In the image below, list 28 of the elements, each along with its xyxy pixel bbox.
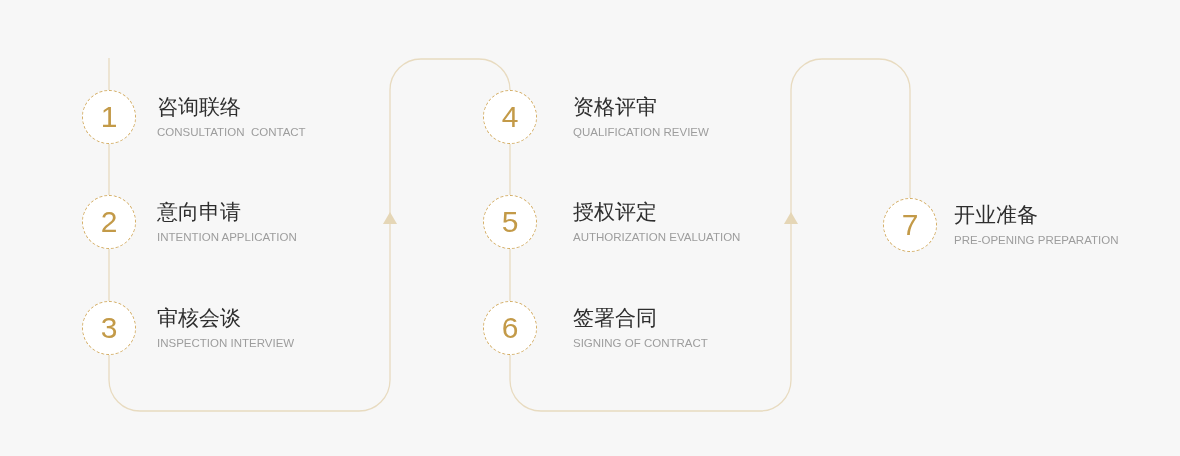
step-subtitle: INTENTION APPLICATION [157,230,297,244]
step-subtitle: CONSULTATION CONTACT [157,125,306,139]
connector-line [509,143,511,196]
step-title: 意向申请 [157,199,241,225]
arrow [108,58,511,412]
step-circle: 4 [483,90,537,144]
connector-line [509,248,511,302]
step-circle: 3 [82,301,136,355]
step-title: 签署合同 [573,305,657,331]
step-title: 审核会谈 [157,305,241,331]
step-title: 开业准备 [954,202,1038,228]
step-subtitle: SIGNING OF CONTRACT [573,336,708,350]
step-subtitle: INSPECTION INTERVIEW [157,336,295,350]
step-circle: 6 [483,301,537,355]
step-subtitle: PRE-OPENING PREPARATION [954,233,1119,247]
step-circle: 7 [883,198,937,252]
step-subtitle: QUALIFICATION REVIEW [573,125,709,139]
step-subtitle: AUTHORIZATION EVALUATION [573,230,741,244]
connector-line [108,248,110,302]
step-circle: 2 [82,195,136,249]
arrow [509,58,911,412]
step-title: 资格评审 [573,94,657,120]
step-title: 咨询联络 [157,94,241,120]
connector-line [108,143,110,196]
step-circle: 5 [483,195,537,249]
connector-line [108,57,110,91]
step-circle: 1 [82,90,136,144]
step-title: 授权评定 [573,199,657,225]
